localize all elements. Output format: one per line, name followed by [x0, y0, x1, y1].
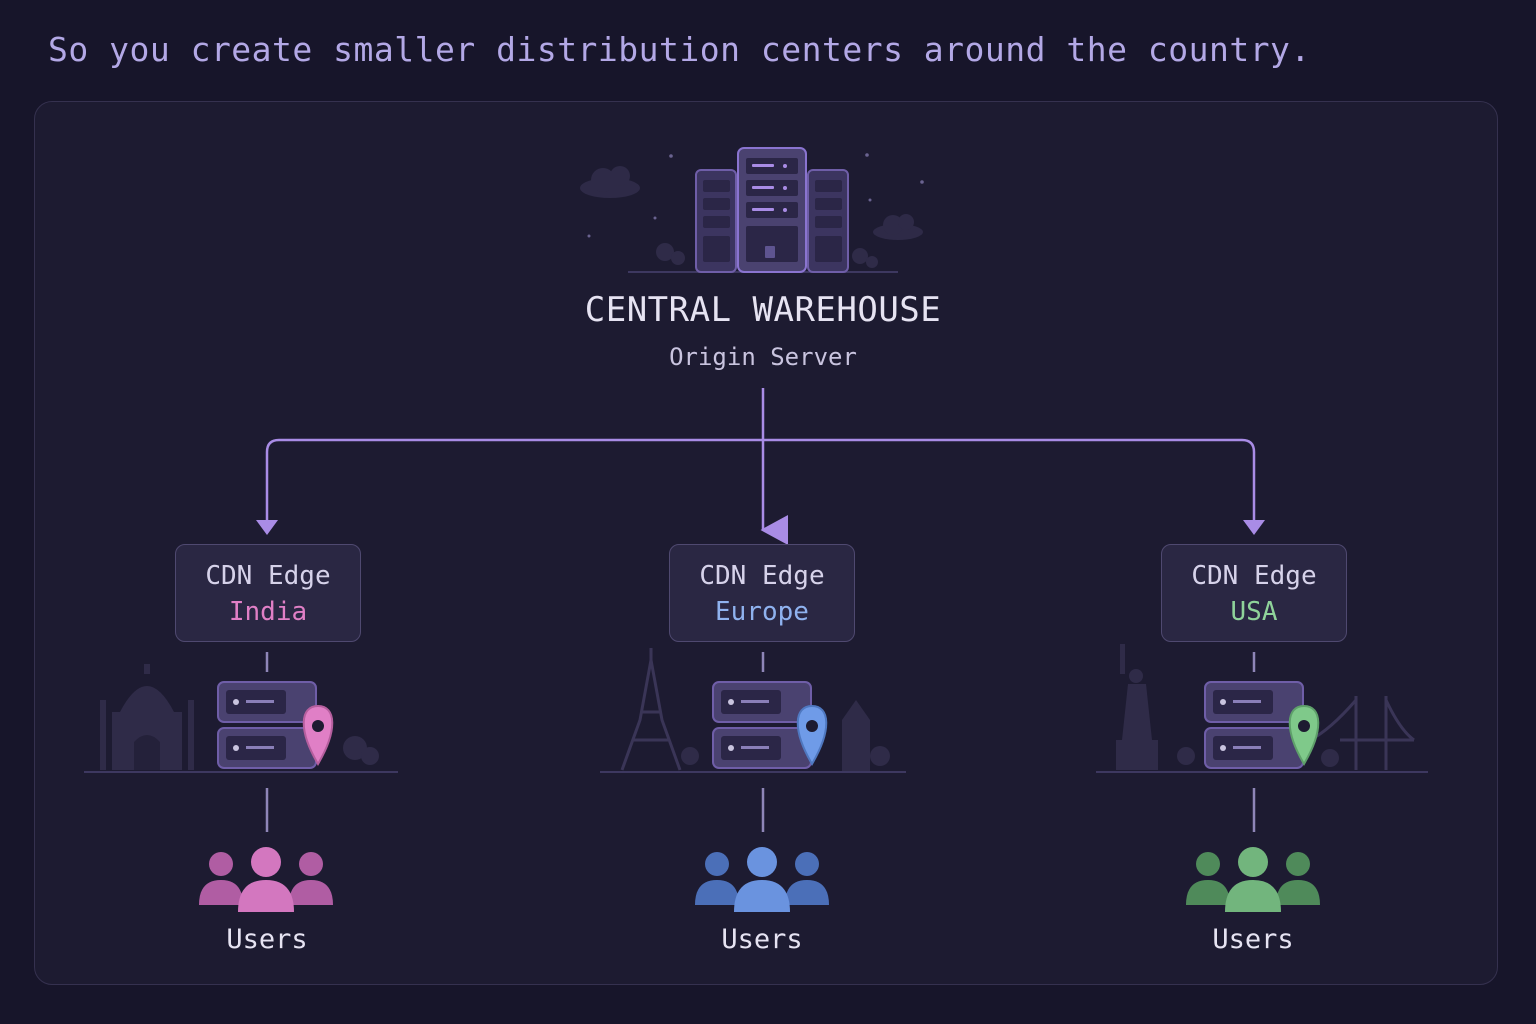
origin-subtitle: Origin Server	[669, 343, 857, 371]
origin-title: CENTRAL WAREHOUSE	[584, 290, 942, 330]
users-icon	[1186, 847, 1320, 912]
cdn-edge-region: India	[228, 597, 308, 627]
taj-mahal-icon	[100, 664, 194, 770]
edge-server-icon	[217, 681, 317, 769]
users-icon	[695, 847, 829, 912]
users-label-usa: Users	[1212, 924, 1294, 955]
bridge-icon	[1309, 696, 1415, 770]
cdn-edge-india: CDN Edge India	[175, 544, 361, 642]
edge-server-icon	[712, 681, 812, 769]
distribution-arrows	[265, 388, 1256, 545]
cloud-icon	[873, 214, 923, 240]
cdn-edge-europe: CDN Edge Europe	[669, 544, 855, 642]
eiffel-tower-icon	[620, 648, 682, 771]
users-icon	[199, 847, 333, 912]
users-label-europe: Users	[721, 924, 803, 955]
map-pin-icon	[302, 704, 334, 766]
caption: So you create smaller distribution cente…	[48, 30, 1311, 69]
statue-of-liberty-icon	[1116, 644, 1158, 770]
cloud-icon	[580, 166, 640, 198]
edge-server-icon	[1204, 681, 1304, 769]
map-pin-icon	[1288, 704, 1320, 766]
server-rack-icon	[580, 147, 924, 273]
cdn-edge-region: USA	[1230, 597, 1278, 627]
map-pin-icon	[796, 704, 828, 766]
users-label-india: Users	[226, 924, 308, 955]
cdn-edge-region: Europe	[715, 597, 809, 627]
cdn-edge-label: CDN Edge	[205, 561, 331, 591]
cdn-edge-usa: CDN Edge USA	[1161, 544, 1347, 642]
cdn-edge-label: CDN Edge	[1191, 561, 1317, 591]
cdn-edge-label: CDN Edge	[699, 561, 825, 591]
